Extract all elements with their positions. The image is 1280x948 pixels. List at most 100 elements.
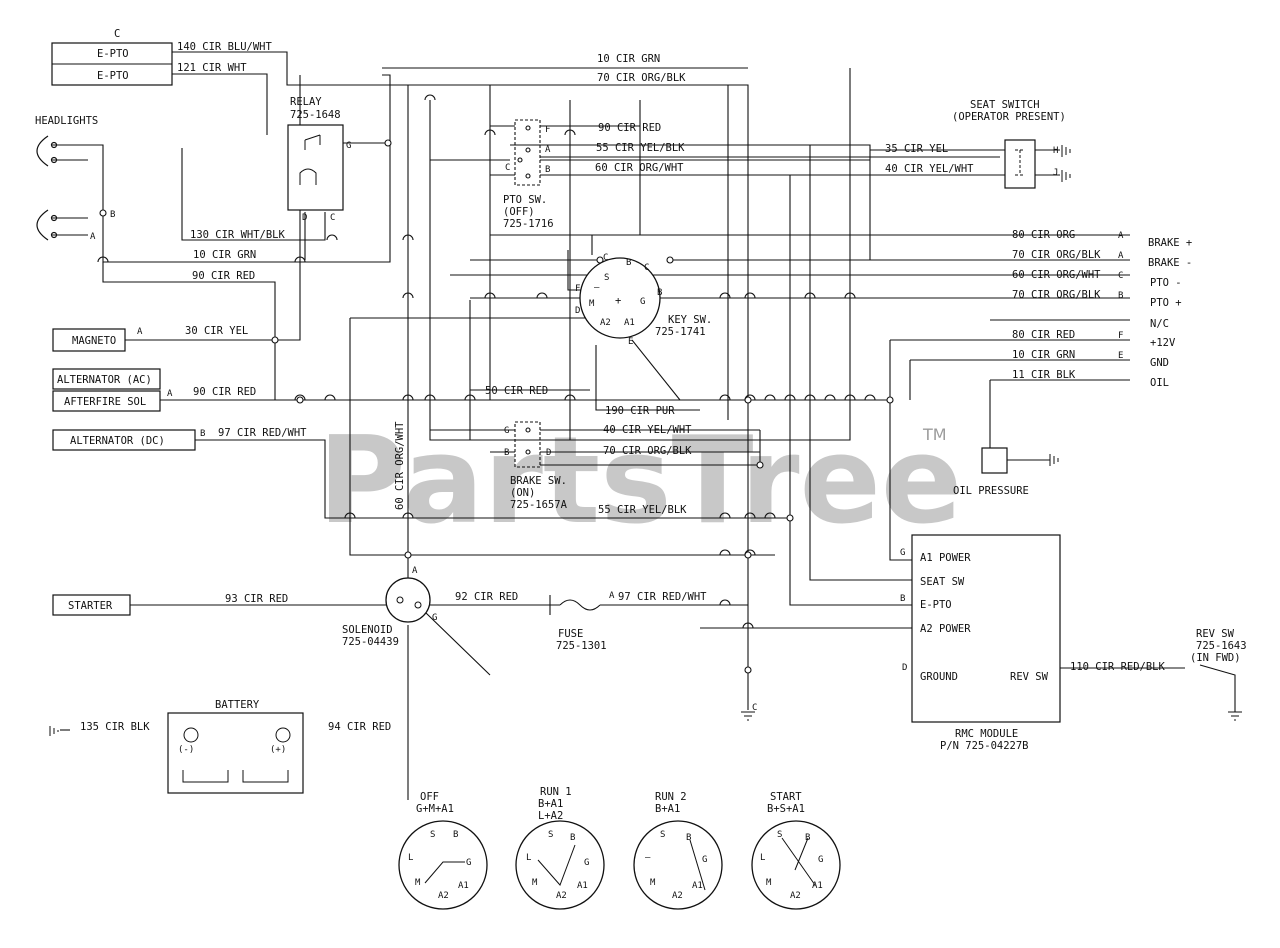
wire-label-90b: 90 CIR RED [192, 270, 255, 282]
right-letter-3: C [1118, 271, 1123, 281]
starter-box [52, 594, 131, 616]
relay-label: RELAY [290, 96, 322, 108]
wire-label-70r: 70 CIR ORG/BLK [1012, 249, 1101, 261]
wire-label-93: 93 CIR RED [225, 593, 288, 605]
svg-text:C: C [505, 163, 510, 173]
label-gnd: GND [1150, 357, 1169, 369]
ground-symbol-rev [1228, 711, 1242, 721]
wire-label-92: 92 CIR RED [455, 591, 518, 603]
wire-label-135: 135 CIR BLK [80, 721, 150, 733]
svg-text:S: S [604, 273, 609, 283]
svg-text:S: S [777, 830, 782, 840]
svg-text:D: D [302, 213, 307, 223]
key-position-title-start: START [770, 791, 802, 803]
svg-text:B: B [545, 165, 550, 175]
svg-text:B: B [805, 833, 810, 843]
wire-label-40a: 40 CIR YEL/WHT [603, 424, 692, 436]
solenoid-symbol [385, 577, 431, 623]
key-position-run1: RUN 1 B+A1 L+A2 [515, 786, 605, 910]
rmc-pin-a2-power: A2 POWER [920, 623, 971, 635]
wire-label-10b: 10 CIR GRN [193, 249, 256, 261]
wire-label-55a: 55 CIR YEL/BLK [596, 142, 685, 154]
svg-text:B: B [900, 594, 905, 604]
svg-text:A: A [167, 389, 173, 399]
wire-label-60a: 60 CIR ORG/WHT [595, 162, 684, 174]
svg-text:H: H [1053, 146, 1058, 156]
label-oil: OIL [1150, 377, 1169, 389]
svg-text:C: C [752, 703, 757, 713]
wire-label-11: 11 CIR BLK [1012, 369, 1076, 381]
wire-crossover-marks [97, 94, 876, 629]
svg-text:C: C [603, 253, 608, 263]
wire-label-140: 140 CIR BLU/WHT [177, 41, 273, 53]
svg-text:G: G [640, 297, 645, 307]
partstree-watermark: PartsTree [318, 412, 962, 551]
key-position-run2: RUN 2 B+A1 [633, 791, 723, 910]
key-position-combo-start: B+S+A1 [767, 803, 805, 815]
svg-text:G: G [900, 548, 905, 558]
svg-text:C: C [330, 213, 335, 223]
svg-text:A2: A2 [556, 891, 567, 901]
svg-text:B: B [570, 833, 575, 843]
rmc-pin-rev-sw: REV SW [1010, 671, 1049, 683]
wire-network [52, 51, 1236, 800]
rmc-pin-a1-power: A1 POWER [920, 552, 971, 564]
label-nc: N/C [1150, 318, 1169, 330]
svg-text:B: B [657, 288, 662, 298]
svg-text:G: G [702, 855, 707, 865]
wire-label-30: 30 CIR YEL [185, 325, 248, 337]
wire-label-190: 190 CIR PUR [605, 405, 675, 417]
pto-switch-symbol [514, 119, 541, 186]
svg-text:E: E [628, 337, 633, 347]
wire-label-70b: 70 CIR ORG/BLK [603, 445, 692, 457]
right-letter-1: A [1118, 231, 1124, 241]
ground-symbol-main [741, 711, 755, 721]
solenoid-part-number: 725-04439 [342, 636, 399, 648]
wire-label-110: 110 CIR RED/BLK [1070, 661, 1166, 673]
svg-text:B: B [200, 429, 205, 439]
pto-switch-state: (OFF) [503, 206, 535, 218]
magneto-label: MAGNETO [72, 335, 116, 347]
seat-switch-subtitle: (OPERATOR PRESENT) [952, 111, 1066, 123]
svg-text:A2: A2 [600, 318, 611, 328]
rmc-module-part-number: P/N 725-04227B [940, 740, 1029, 752]
svg-text:S: S [660, 830, 665, 840]
svg-text:–: – [594, 283, 600, 293]
magneto-box [52, 328, 126, 352]
svg-text:A1: A1 [812, 881, 823, 891]
starter-label: STARTER [68, 600, 113, 612]
relay-part-number: 725-1648 [290, 109, 341, 121]
headlights-label: HEADLIGHTS [35, 115, 98, 127]
label-pto-minus: PTO - [1150, 277, 1182, 289]
fuse-label: FUSE [558, 628, 583, 640]
key-position-title-off: OFF [420, 791, 439, 803]
key-position-combo-off: G+M+A1 [416, 803, 454, 815]
svg-text:S: S [548, 830, 553, 840]
ground-symbol-battery [49, 726, 59, 736]
key-position-combo-run2: B+A1 [655, 803, 680, 815]
svg-text:A: A [90, 232, 96, 242]
svg-text:A: A [609, 591, 615, 601]
svg-text:B: B [626, 258, 631, 268]
brake-switch-label: BRAKE SW. [510, 475, 567, 487]
svg-text:G: G [346, 141, 351, 151]
rmc-module-label: RMC MODULE [955, 728, 1018, 740]
svg-text:F: F [545, 125, 550, 135]
wire-label-70a: 70 CIR ORG/BLK [597, 72, 686, 84]
wire-label-10a: 10 CIR GRN [597, 53, 660, 65]
key-position-combo2-run1: L+A2 [538, 810, 563, 822]
svg-text:L: L [408, 853, 413, 863]
wire-label-50: 50 CIR RED [485, 385, 548, 397]
svg-text:L: L [760, 853, 765, 863]
svg-text:A: A [137, 327, 143, 337]
trademark-mark: TM [922, 425, 947, 444]
svg-text:C: C [644, 263, 649, 273]
pto-switch-part-number: 725-1716 [503, 218, 554, 230]
wire-label-10grn: 10 CIR GRN [1012, 349, 1075, 361]
battery-label: BATTERY [215, 699, 260, 711]
svg-text:A: A [412, 566, 418, 576]
svg-text:G: G [432, 613, 437, 623]
rev-switch-label: REV SW [1196, 628, 1235, 640]
key-switch-label: KEY SW. [668, 314, 712, 326]
